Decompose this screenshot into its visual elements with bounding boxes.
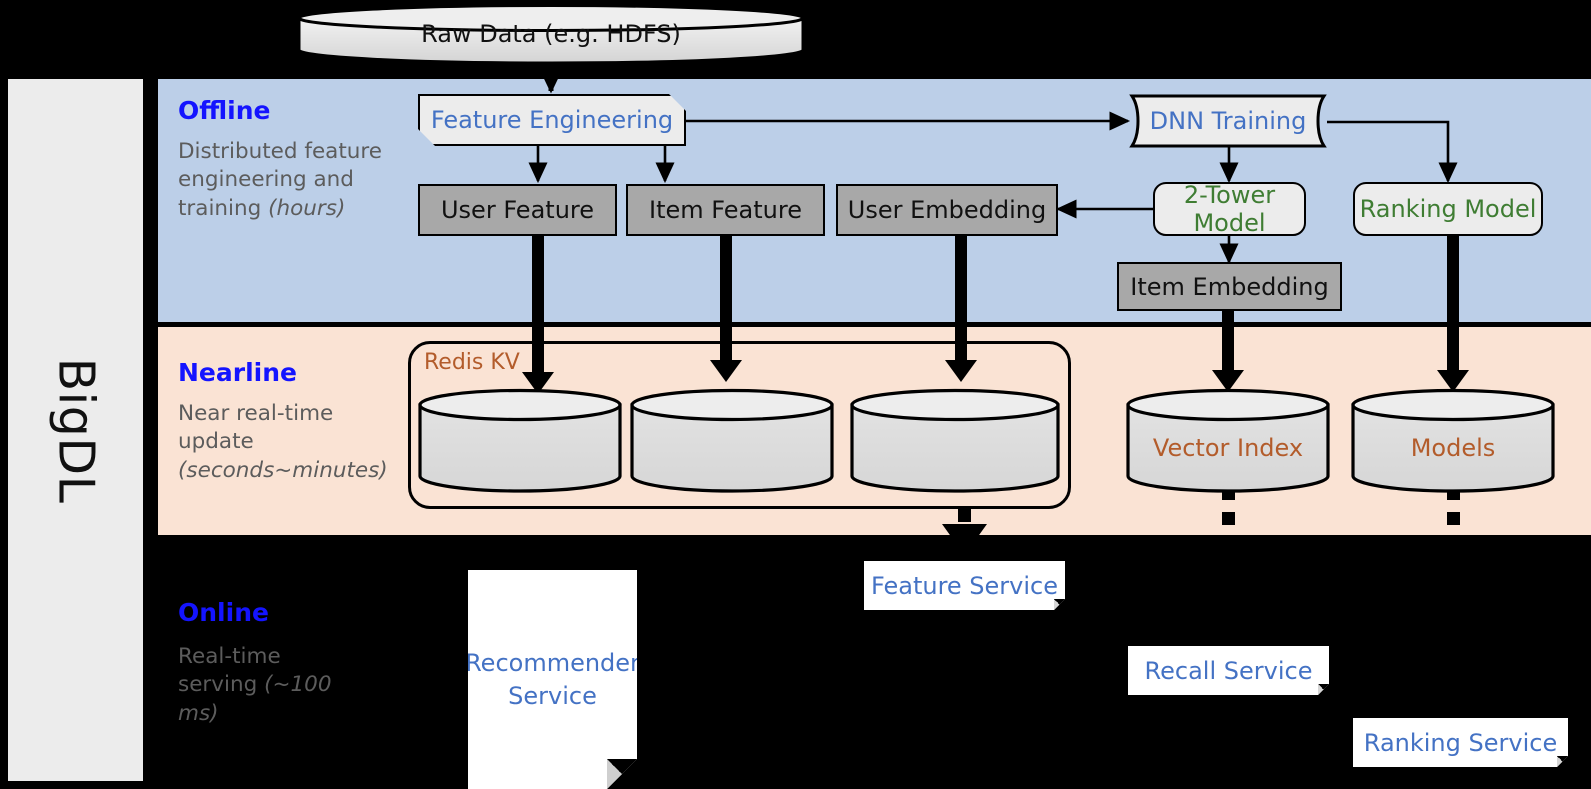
page-fold-icon — [1318, 684, 1329, 695]
page-fold-icon — [1054, 599, 1065, 610]
dnn-training-label: DNN Training — [1149, 107, 1307, 135]
thick-connector-ranking-model — [1447, 234, 1459, 380]
feature-service-label: Feature Service — [870, 571, 1059, 600]
recommender-service-label: Recommender Service — [465, 649, 640, 710]
arrowhead-feature-service — [942, 524, 987, 544]
node-2-tower-model[interactable]: 2-Tower Model — [1153, 181, 1306, 237]
band-desc-nearline-plain: Near real-time update — [178, 401, 334, 455]
bigdl-label: BigDL — [8, 79, 143, 781]
two-tower-model-label: 2-Tower Model — [1183, 181, 1276, 237]
models-cylinder[interactable]: Models — [1350, 388, 1556, 493]
stub-vector-index-b — [1222, 512, 1235, 525]
band-desc-offline-italic: (hours) — [268, 195, 346, 221]
stub-models-b — [1447, 512, 1460, 525]
band-desc-offline-plain: Distributed feature engineering and trai… — [178, 139, 383, 221]
node-ranking-model[interactable]: Ranking Model — [1353, 182, 1543, 236]
node-user-feature[interactable]: User Feature — [418, 184, 617, 236]
service-recommender[interactable]: Recommender Service — [468, 570, 637, 789]
thick-connector-item-feature — [720, 236, 732, 370]
item-embedding-label: Item Embedding — [1130, 272, 1329, 301]
stub-redis-to-feature-service — [958, 509, 971, 522]
page-fold-icon — [1557, 756, 1568, 767]
feature-engineering-label: Feature Engineering — [430, 106, 674, 134]
thick-connector-item-embedding — [1222, 310, 1234, 380]
band-desc-offline: Distributed feature engineering and trai… — [178, 138, 386, 223]
raw-data-cylinder: Raw Data (e.g. HDFS) — [296, 4, 806, 64]
node-item-feature[interactable]: Item Feature — [626, 184, 825, 236]
node-user-embedding[interactable]: User Embedding — [836, 184, 1058, 236]
band-desc-nearline-italic: (seconds~minutes) — [178, 457, 388, 483]
band-desc-nearline: Near real-time update (seconds~minutes) — [178, 400, 408, 485]
node-feature-engineering[interactable]: Feature Engineering — [418, 94, 686, 146]
band-title-online: Online — [178, 598, 269, 627]
redis-kv-label: Redis KV — [424, 350, 520, 375]
band-desc-online-italic: (~100 ms) — [178, 672, 332, 726]
user-embedding-label: User Embedding — [847, 196, 1047, 224]
band-title-nearline: Nearline — [178, 358, 297, 387]
thick-connector-user-feature — [532, 236, 544, 384]
redis-kv-group — [408, 341, 1071, 509]
user-feature-label: User Feature — [440, 196, 595, 224]
band-desc-online-plain: Real-time serving — [178, 644, 281, 698]
bigdl-rail — [8, 79, 143, 781]
recall-service-label: Recall Service — [1144, 656, 1313, 685]
store-user-embedding-cylinder[interactable] — [849, 388, 1061, 493]
item-feature-label: Item Feature — [649, 196, 802, 224]
service-ranking[interactable]: Ranking Service — [1353, 718, 1568, 767]
bigdl-text: BigDL — [47, 357, 104, 503]
band-desc-online: Real-time serving (~100 ms) — [178, 643, 358, 728]
thick-connector-user-embedding — [955, 236, 967, 370]
service-feature[interactable]: Feature Service — [864, 561, 1065, 610]
ranking-model-label: Ranking Model — [1359, 195, 1537, 223]
node-dnn-training[interactable]: DNN Training — [1128, 94, 1328, 148]
service-recall[interactable]: Recall Service — [1128, 646, 1329, 695]
band-title-offline: Offline — [178, 96, 271, 125]
vector-index-cylinder[interactable]: Vector Index — [1125, 388, 1331, 493]
store-user-feature-cylinder[interactable] — [417, 388, 623, 493]
node-item-embedding[interactable]: Item Embedding — [1117, 262, 1342, 311]
ranking-service-label: Ranking Service — [1363, 728, 1558, 757]
store-item-feature-cylinder[interactable] — [629, 388, 835, 493]
